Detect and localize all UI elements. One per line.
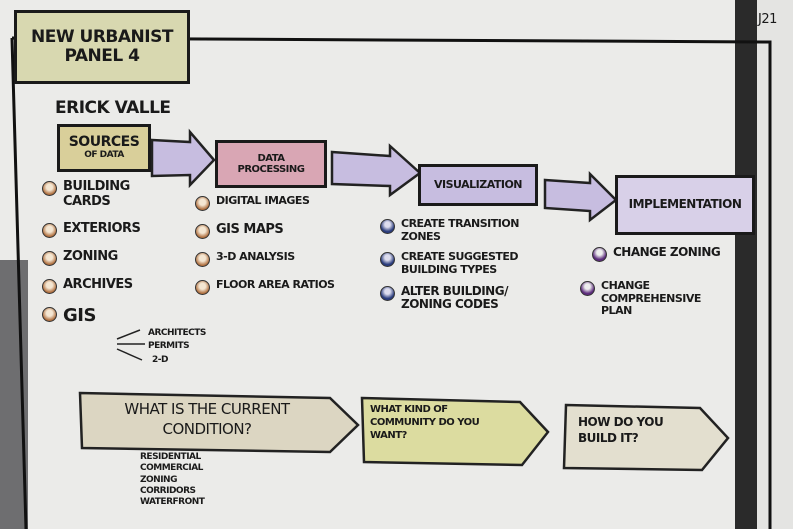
branch-text: 2-D — [152, 354, 168, 365]
list-item: BUILDING CARDS — [42, 179, 130, 210]
list-item: CREATE TRANSITION ZONES — [380, 217, 540, 243]
question-arrow-1 — [78, 391, 360, 454]
item-text: CREATE SUGGESTED BUILDING TYPES — [401, 250, 519, 276]
question-community: WHAT KIND OF COMMUNITY DO YOU WANT? — [370, 404, 480, 441]
step-label: VISUALIZATION — [433, 177, 523, 191]
implementation-list: CHANGE ZONING CHANGE COMPREHENSIVE PLAN — [580, 245, 737, 318]
item-text: CHANGE COMPREHENSIVE PLAN — [601, 279, 701, 318]
bullet-icon — [42, 306, 57, 322]
bullet-icon — [42, 250, 57, 266]
list-item: GIS — [42, 304, 162, 327]
step-label: DATA — [257, 153, 285, 164]
list-item: ALTER BUILDING/ ZONING CODES — [380, 283, 540, 313]
panel-frame — [10, 36, 772, 529]
bullet-icon — [195, 252, 210, 267]
bullet-icon — [42, 222, 57, 238]
item-text: FLOOR AREA RATIOS — [216, 278, 335, 291]
arrow-2 — [330, 143, 422, 198]
title-line2: PANEL 4 — [64, 46, 140, 66]
item-text: DIGITAL IMAGES — [216, 194, 310, 207]
visualization-list: CREATE TRANSITION ZONES CREATE SUGGESTED… — [380, 217, 540, 313]
list-item: EXTERIORS — [42, 220, 162, 238]
list-item: DIGITAL IMAGES — [195, 194, 365, 211]
current-condition-list: RESIDENTIAL COMMERCIAL ZONING CORRIDORS … — [140, 452, 205, 508]
bullet-icon — [380, 252, 395, 268]
gis-branch-lines — [116, 329, 145, 361]
step-sources: SOURCES OF DATA — [57, 124, 151, 172]
step-sublabel: OF DATA — [84, 149, 124, 160]
item-text: BUILDING CARDS — [63, 179, 130, 209]
step-implementation: IMPLEMENTATION — [615, 175, 755, 235]
bullet-icon — [380, 219, 395, 234]
bullet-icon — [195, 224, 210, 239]
bullet-icon — [380, 285, 395, 301]
question-build: HOW DO YOU BUILD IT? — [578, 415, 664, 445]
list-item: CHANGE ZONING — [592, 245, 737, 262]
list-item: CREATE SUGGESTED BUILDING TYPES — [380, 250, 540, 276]
list-item: GIS MAPS — [195, 222, 365, 239]
branch-text: PERMITS — [148, 341, 190, 352]
author-name: ERICK VALLE — [55, 98, 171, 118]
item-text: CREATE TRANSITION ZONES — [401, 217, 519, 243]
item-text: ALTER BUILDING/ ZONING CODES — [401, 283, 508, 312]
condition-item: CORRIDORS — [140, 485, 196, 496]
corner-mark: J21 — [758, 12, 777, 27]
question-current-condition: WHAT IS THE CURRENT CONDITION? — [124, 400, 290, 438]
step-sublabel: PROCESSING — [237, 164, 305, 175]
bullet-icon — [42, 278, 57, 294]
bullet-icon — [195, 280, 210, 295]
panel-title: NEW URBANIST PANEL 4 — [14, 10, 190, 84]
question-arrow-3 — [562, 403, 730, 472]
wall — [757, 0, 793, 529]
bullet-icon — [592, 247, 607, 262]
condition-item: COMMERCIAL — [140, 463, 203, 474]
bullet-icon — [42, 181, 57, 196]
question-arrow-2 — [360, 396, 550, 467]
item-text: GIS — [63, 304, 96, 326]
step-processing: DATA PROCESSING — [215, 140, 327, 188]
list-item: 3-D ANALYSIS — [195, 250, 365, 267]
branch-text: ARCHITECTS — [148, 328, 206, 338]
condition-item: WATERFRONT — [140, 497, 205, 507]
arrow-3 — [543, 170, 618, 223]
step-label: SOURCES — [68, 134, 140, 151]
list-item: FLOOR AREA RATIOS — [195, 278, 365, 295]
item-text: ZONING — [63, 248, 118, 264]
gis-branches: ARCHITECTS PERMITS 2-D — [148, 328, 206, 365]
item-text: 3-D ANALYSIS — [216, 250, 295, 263]
arrow-1 — [150, 128, 216, 189]
condition-item: ZONING — [140, 474, 177, 485]
bullet-icon — [580, 281, 595, 296]
step-visualization: VISUALIZATION — [418, 164, 538, 206]
list-item: ARCHIVES — [42, 276, 162, 294]
list-item: CHANGE COMPREHENSIVE PLAN — [580, 279, 701, 318]
list-item: ZONING — [42, 248, 162, 266]
condition-item: RESIDENTIAL — [140, 452, 201, 462]
item-text: EXTERIORS — [63, 220, 141, 236]
title-line1: NEW URBANIST — [31, 27, 173, 48]
step-label: IMPLEMENTATION — [628, 197, 742, 212]
item-text: GIS MAPS — [216, 222, 284, 237]
sources-list: BUILDING CARDS EXTERIORS ZONING ARCHIVES… — [42, 179, 162, 327]
bullet-icon — [195, 196, 210, 211]
item-text: ARCHIVES — [63, 276, 133, 292]
processing-list: DIGITAL IMAGES GIS MAPS 3-D ANALYSIS FLO… — [195, 194, 365, 295]
board-edge — [735, 0, 757, 529]
item-text: CHANGE ZONING — [613, 245, 721, 259]
